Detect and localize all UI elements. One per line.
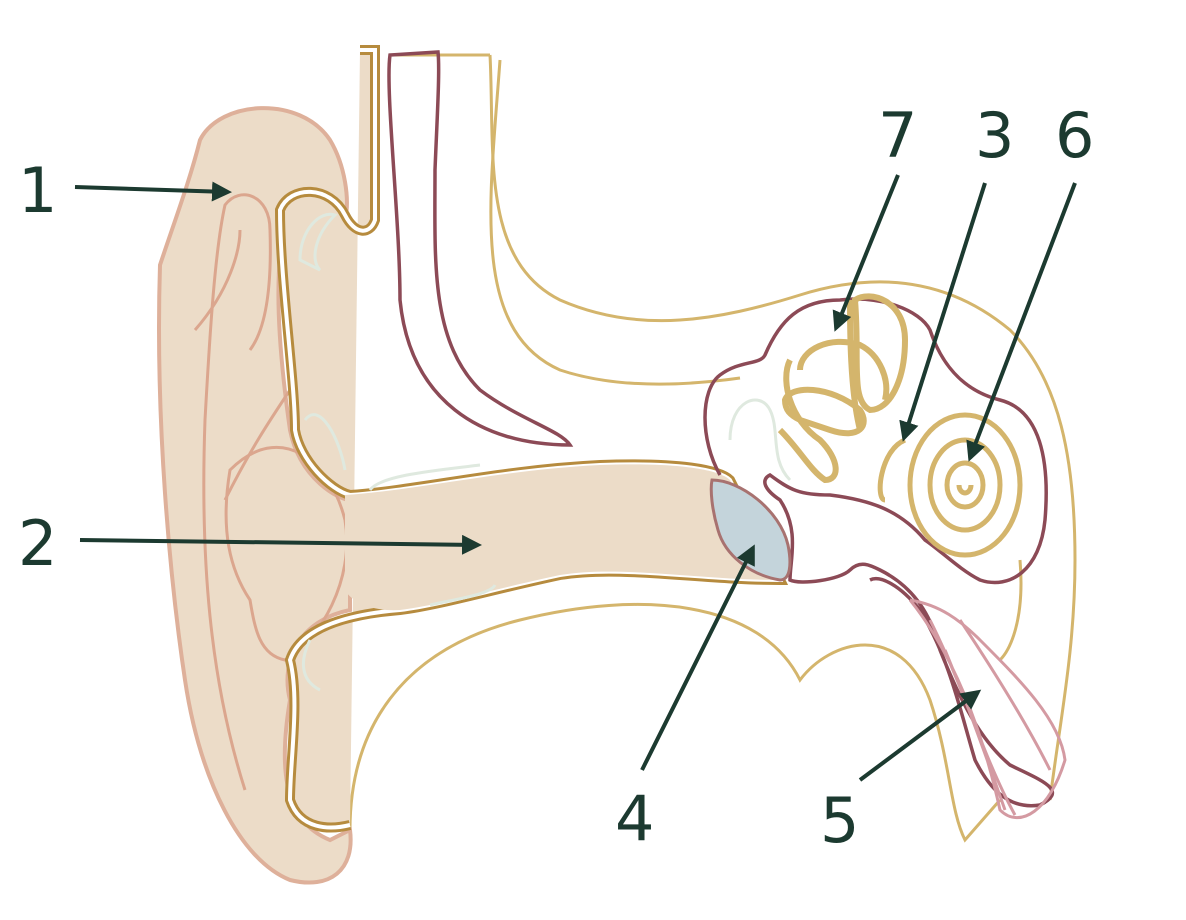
- cartilage: [298, 212, 792, 692]
- semicircular-canals: [777, 293, 909, 484]
- arrow-1: [74, 181, 232, 202]
- label-5: 5: [820, 784, 859, 857]
- cochlea: [877, 412, 1023, 558]
- label-6: 6: [1055, 99, 1094, 172]
- label-7: 7: [878, 99, 917, 172]
- label-4: 4: [615, 782, 654, 855]
- arrow-6: [966, 182, 1077, 462]
- eustachian-muscle: [908, 598, 1067, 820]
- temporal-bone-outline: [348, 54, 1077, 843]
- label-2: 2: [18, 507, 57, 580]
- eardrum: [709, 478, 792, 582]
- arrow-5: [858, 689, 982, 782]
- ear-canal: [274, 45, 789, 833]
- label-1: 1: [18, 154, 57, 227]
- arrow-7: [832, 174, 900, 332]
- leader-arrows: [74, 174, 1077, 782]
- arrow-4: [640, 544, 755, 771]
- bone-inner-outline: [390, 53, 741, 386]
- ear-canal-fill: [345, 464, 780, 611]
- pinna-fold: [193, 193, 349, 791]
- arrow-3: [899, 182, 987, 442]
- ear-canal-inner-line: [277, 48, 784, 830]
- label-3: 3: [975, 99, 1014, 172]
- eustachian-tissue: [387, 50, 574, 447]
- arrow-2: [79, 534, 482, 555]
